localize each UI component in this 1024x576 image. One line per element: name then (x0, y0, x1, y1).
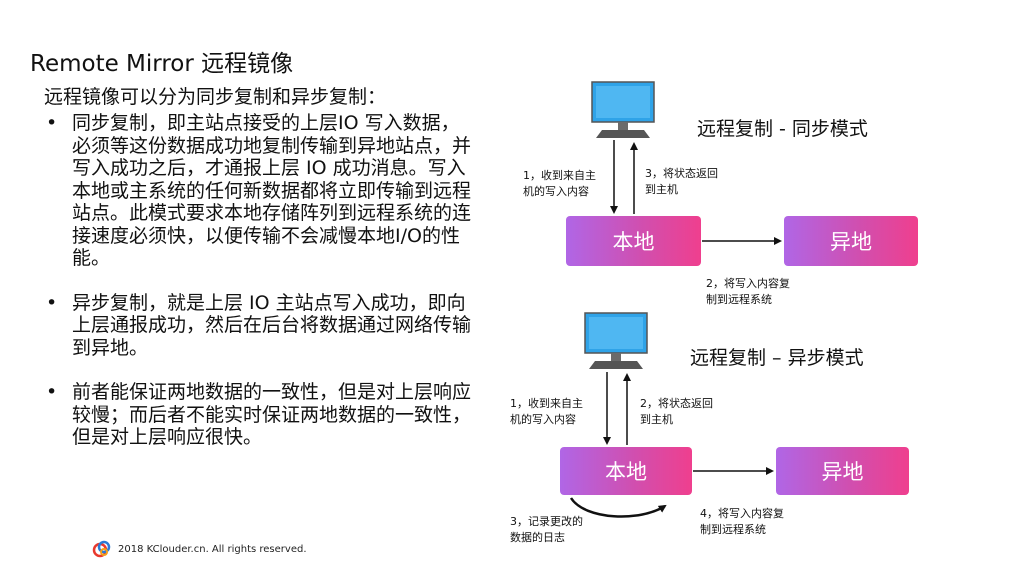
sync-diagram-title: 远程复制 - 同步模式 (697, 118, 868, 140)
sync-local-box: 本地 (566, 216, 701, 266)
host-computer-icon (591, 81, 655, 138)
async-local-box: 本地 (560, 447, 692, 495)
sync-remote-box: 异地 (784, 216, 918, 266)
copyright-text: 2018 KClouder.cn. All rights reserved. (118, 543, 307, 555)
bullet-async: • 异步复制，就是上层 IO 主站点写入成功，即向上层通报成功，然后在后台将数据… (44, 292, 474, 360)
bullet-text: 异步复制，就是上层 IO 主站点写入成功，即向上层通报成功，然后在后台将数据通过… (72, 291, 472, 359)
bullet-list: • 同步复制，即主站点接受的上层IO 写入数据，必须等这份数据成功地复制传输到异… (44, 112, 474, 471)
async-remote-box: 异地 (776, 447, 909, 495)
intro-text: 远程镜像可以分为同步复制和异步复制： (44, 86, 387, 108)
sync-step2-label: 2，将写入内容复 制到远程系统 (706, 277, 790, 306)
sync-step1-label: 1，收到来自主 机的写入内容 (523, 169, 596, 198)
sync-step3-label: 3，将状态返回 到主机 (645, 167, 718, 196)
page-title: Remote Mirror 远程镜像 (30, 51, 294, 77)
bullet-text: 同步复制，即主站点接受的上层IO 写入数据，必须等这份数据成功地复制传输到异地站… (72, 112, 472, 269)
host-computer-icon (584, 312, 648, 369)
async-step1-label: 1，收到来自主 机的写入内容 (510, 397, 583, 426)
bullet-text: 前者能保证两地数据的一致性，但是对上层响应较慢；而后者不能实时保证两地数据的一致… (72, 381, 472, 448)
bullet-sync: • 同步复制，即主站点接受的上层IO 写入数据，必须等这份数据成功地复制传输到异… (44, 112, 474, 270)
bullet-marker: • (46, 112, 58, 134)
async-log-arrow (569, 497, 667, 518)
async-step2-label: 2，将状态返回 到主机 (640, 397, 713, 426)
async-step3-label: 3，记录更改的 数据的日志 (510, 515, 583, 544)
bullet-marker: • (46, 291, 58, 314)
async-diagram-title: 远程复制 – 异步模式 (690, 347, 864, 369)
bullet-marker: • (46, 381, 58, 403)
footer: 2018 KClouder.cn. All rights reserved. (92, 539, 307, 559)
bullet-compare: • 前者能保证两地数据的一致性，但是对上层响应较慢；而后者不能实时保证两地数据的… (44, 381, 474, 449)
kclouder-logo-icon (92, 540, 111, 558)
async-step4-label: 4，将写入内容复 制到远程系统 (700, 507, 784, 536)
